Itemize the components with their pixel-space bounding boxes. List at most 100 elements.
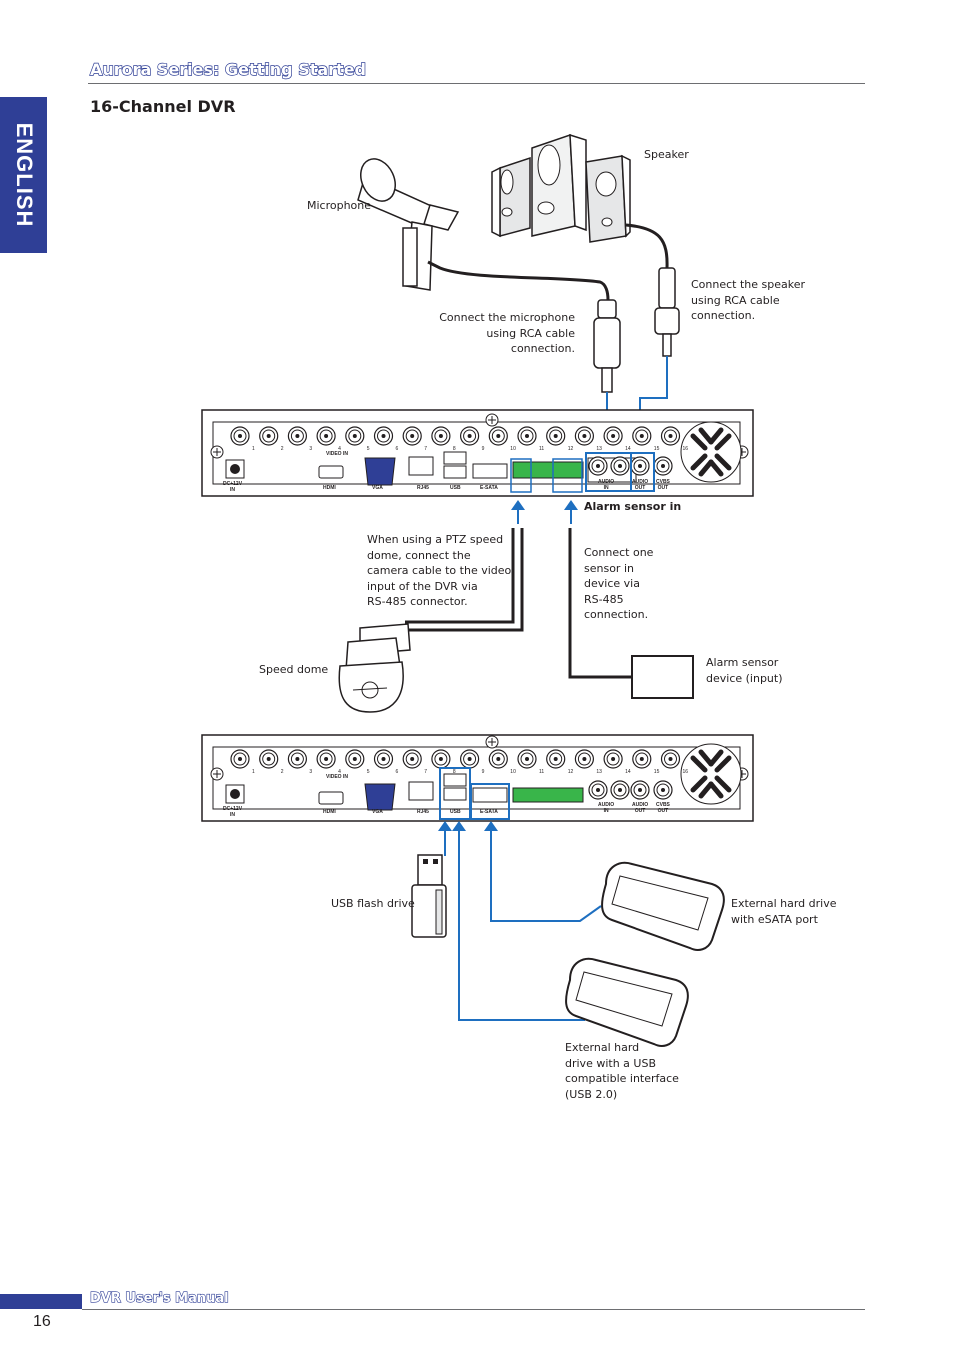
channel-number-1: 1	[252, 769, 255, 775]
audio-in-label-2: AUDIO IN	[598, 802, 615, 814]
video-in-bnc-10	[488, 426, 508, 446]
video-in-bnc-11	[517, 426, 537, 446]
channel-number-6: 6	[396, 446, 399, 452]
microphone-label: Microphone	[307, 199, 372, 212]
channel-number-7: 7	[424, 769, 427, 775]
esata-drive-label: External hard drive with eSATA port	[731, 897, 837, 926]
channel-number-16: 16	[683, 446, 689, 452]
video-in-bnc-12	[546, 426, 566, 446]
dc-in-label-1: DC+12V IN	[223, 481, 243, 493]
channel-number-14: 14	[625, 446, 631, 452]
cvbs-out-label-2: CVBS OUT	[656, 802, 670, 814]
rj45-label-2: RJ45	[417, 809, 429, 815]
channel-number-5: 5	[367, 446, 370, 452]
usb-label-1: USB	[450, 485, 461, 491]
video-in-bnc-8	[431, 749, 451, 769]
channel-number-11: 11	[539, 446, 544, 452]
channel-number-2: 2	[281, 446, 284, 452]
esata-label-1: E-SATA	[480, 485, 498, 491]
channel-number-13: 13	[596, 769, 602, 775]
esata-hard-drive-icon	[601, 861, 725, 951]
sensor-note: Connect one sensor in device via RS-485 …	[584, 546, 654, 621]
page-number: 16	[33, 1313, 51, 1330]
video-in-bnc-6	[373, 749, 394, 769]
vga-label-1: VGA	[372, 485, 383, 491]
video-in-label-1: VIDEO IN	[326, 451, 348, 457]
rs485-highlight	[510, 458, 532, 493]
video-in-bnc-9	[460, 426, 480, 446]
video-in-bnc-6	[373, 426, 394, 446]
channel-number-1: 1	[252, 446, 255, 452]
alarm-sensor-in-label: Alarm sensor in	[584, 500, 682, 513]
usb-label-2: USB	[450, 809, 461, 815]
video-in-bnc-1	[230, 426, 250, 446]
video-in-label-2: VIDEO IN	[326, 774, 348, 780]
channel-number-4: 4	[338, 446, 341, 452]
channel-number-2: 2	[281, 769, 284, 775]
video-in-bnc-3	[287, 749, 307, 769]
channel-number-7: 7	[424, 446, 427, 452]
header-title: Aurora Series: Getting Started	[89, 59, 366, 79]
audio-out-label-2: AUDIO OUT	[632, 802, 649, 814]
channel-number-14: 14	[625, 769, 631, 775]
video-in-bnc-4	[316, 749, 336, 769]
video-in-bnc-5	[345, 426, 365, 446]
footer-rule	[82, 1309, 865, 1310]
rs485-arrow	[511, 500, 525, 524]
channel-number-12: 12	[568, 446, 574, 452]
vga-label-2: VGA	[372, 809, 383, 815]
channel-number-4: 4	[338, 769, 341, 775]
connect-speaker-note: Connect the speaker using RCA cable conn…	[691, 278, 806, 322]
channel-number-12: 12	[568, 769, 574, 775]
header-rule	[88, 83, 865, 84]
rj45-label-1: RJ45	[417, 485, 429, 491]
language-tab: ENGLISH	[0, 97, 47, 253]
video-in-bnc-2	[259, 749, 279, 769]
ptz-note: When using a PTZ speed dome, connect the…	[367, 533, 512, 608]
footer-manual-title: DVR User's Manual	[89, 1290, 229, 1306]
dc-in-label-2: DC+12V IN	[223, 806, 243, 818]
channel-number-10: 10	[510, 446, 516, 452]
speed-dome-label: Speed dome	[259, 663, 329, 676]
esata-highlight	[470, 783, 510, 820]
channel-number-8: 8	[453, 446, 456, 452]
video-in-bnc-10	[488, 749, 508, 769]
video-in-bnc-8	[431, 426, 451, 446]
video-in-bnc-15	[632, 426, 652, 446]
microphone-icon	[357, 158, 460, 291]
cvbs-out-label-1: CVBS OUT	[656, 479, 670, 491]
channel-number-3: 3	[309, 446, 312, 452]
usb-hard-drive-icon	[565, 957, 689, 1047]
alarm-in-arrow	[564, 500, 578, 524]
esata-label-2: E-SATA	[480, 809, 498, 815]
video-in-bnc-2	[259, 426, 279, 446]
audio-out-highlight	[630, 452, 655, 492]
channel-number-15: 15	[654, 769, 660, 775]
usb-flash-drive-label: USB flash drive	[331, 897, 415, 910]
video-in-bnc-9	[460, 749, 480, 769]
microphone-rca-plug	[593, 299, 621, 393]
channel-number-6: 6	[396, 769, 399, 775]
channel-number-11: 11	[539, 769, 544, 775]
channel-number-16: 16	[683, 769, 689, 775]
video-in-bnc-1	[230, 749, 250, 769]
channel-number-9: 9	[482, 446, 485, 452]
video-in-bnc-4	[316, 426, 336, 446]
video-in-bnc-12	[546, 749, 566, 769]
channel-number-8: 8	[453, 769, 456, 775]
channel-number-3: 3	[309, 769, 312, 775]
channel-number-13: 13	[596, 446, 602, 452]
speaker-label: Speaker	[644, 148, 689, 161]
channel-number-5: 5	[367, 769, 370, 775]
video-in-bnc-13	[574, 749, 595, 769]
section-title: 16-Channel DVR	[90, 97, 236, 116]
hdmi-label-2: HDMI	[323, 809, 336, 815]
video-in-bnc-5	[345, 749, 365, 769]
usb-drive-label: External hard drive with a USB compatibl…	[565, 1041, 679, 1101]
video-in-bnc-16	[660, 749, 681, 769]
channel-number-10: 10	[510, 769, 516, 775]
channel-number-9: 9	[482, 769, 485, 775]
